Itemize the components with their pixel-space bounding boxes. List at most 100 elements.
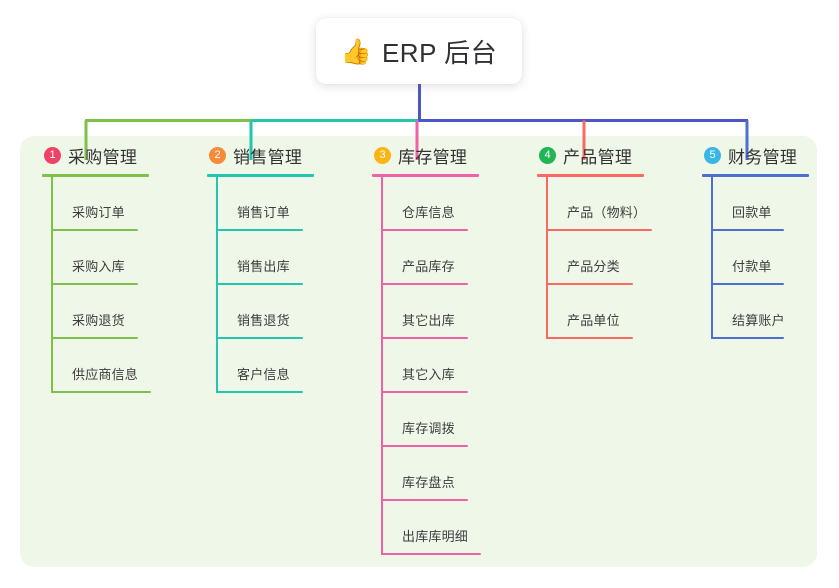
branch-item[interactable]: 其它出库 bbox=[372, 285, 479, 339]
branch-item[interactable]: 销售退货 bbox=[207, 285, 314, 339]
branch-item-underline bbox=[51, 391, 151, 393]
branch-item-underline bbox=[546, 337, 633, 339]
branch-item[interactable]: 供应商信息 bbox=[42, 339, 151, 393]
branch-item-label: 回款单 bbox=[732, 205, 772, 220]
branch-title: 销售管理 bbox=[233, 147, 303, 167]
branch-item-label: 供应商信息 bbox=[72, 367, 139, 382]
branch-item-underline bbox=[546, 283, 633, 285]
branch-underline bbox=[537, 174, 644, 177]
branch-item[interactable]: 库存调拨 bbox=[372, 393, 479, 447]
branch-item-label: 其它入库 bbox=[402, 367, 455, 382]
branch-item-underline bbox=[381, 391, 468, 393]
branch-item[interactable]: 付款单 bbox=[702, 231, 809, 285]
branch-header-2[interactable]: 2 销售管理 bbox=[207, 142, 314, 168]
branch-item-underline bbox=[381, 445, 468, 447]
branch-item[interactable]: 产品（物料） bbox=[537, 177, 652, 231]
branch-item-underline bbox=[546, 229, 652, 231]
branch-item-underline bbox=[381, 499, 468, 501]
branch-item-underline bbox=[216, 391, 303, 393]
branch-item[interactable]: 回款单 bbox=[702, 177, 809, 231]
root-node-card[interactable]: 👍 ERP 后台 bbox=[316, 18, 522, 84]
branch-item[interactable]: 采购订单 bbox=[42, 177, 149, 231]
branch-item-label: 采购订单 bbox=[72, 205, 125, 220]
branch-number-badge: 1 bbox=[44, 146, 61, 164]
branches-panel bbox=[20, 136, 817, 567]
branch-spine bbox=[711, 177, 713, 339]
branch-item[interactable]: 客户信息 bbox=[207, 339, 314, 393]
branch-spine bbox=[51, 177, 53, 393]
branch-spine bbox=[216, 177, 218, 393]
branch-item[interactable]: 销售出库 bbox=[207, 231, 314, 285]
branch-item[interactable]: 采购入库 bbox=[42, 231, 149, 285]
branch-underline bbox=[42, 174, 149, 177]
branch-item-underline bbox=[711, 229, 784, 231]
branch-item-label: 采购入库 bbox=[72, 259, 125, 274]
branch-item-underline bbox=[51, 337, 138, 339]
branch-item-list: 仓库信息产品库存其它出库其它入库库存调拨库存盘点出库库明细 bbox=[372, 177, 481, 555]
branch-spine bbox=[546, 177, 548, 339]
branch-item-label: 销售订单 bbox=[237, 205, 290, 220]
branch-item-label: 付款单 bbox=[732, 259, 772, 274]
branch-item-label: 客户信息 bbox=[237, 367, 290, 382]
branch-number-badge: 4 bbox=[539, 146, 556, 164]
branch-header-4[interactable]: 4 产品管理 bbox=[537, 142, 644, 168]
branch-item-label: 其它出库 bbox=[402, 313, 455, 328]
branch-item-underline bbox=[711, 337, 784, 339]
branch-underline bbox=[702, 174, 809, 177]
thumbs-up-icon: 👍 bbox=[340, 36, 372, 66]
branch-number-badge: 3 bbox=[374, 146, 391, 164]
branch-item-label: 产品分类 bbox=[567, 259, 620, 274]
branch-title: 财务管理 bbox=[728, 147, 798, 167]
branch-item[interactable]: 产品单位 bbox=[537, 285, 644, 339]
branch-column-1: 1 采购管理采购订单采购入库采购退货供应商信息 bbox=[42, 142, 151, 393]
branch-item[interactable]: 仓库信息 bbox=[372, 177, 479, 231]
branch-title: 采购管理 bbox=[68, 147, 138, 167]
branch-item-label: 结算账户 bbox=[732, 313, 785, 328]
branch-item-underline bbox=[216, 337, 303, 339]
branch-item-underline bbox=[711, 283, 784, 285]
branch-item[interactable]: 出库库明细 bbox=[372, 501, 481, 555]
branch-item-underline bbox=[216, 283, 303, 285]
branch-item-label: 仓库信息 bbox=[402, 205, 455, 220]
branch-column-4: 4 产品管理产品（物料） 产品分类产品单位 bbox=[537, 142, 652, 339]
branch-item-label: 产品库存 bbox=[402, 259, 455, 274]
branch-item[interactable]: 库存盘点 bbox=[372, 447, 479, 501]
branch-number-badge: 5 bbox=[704, 146, 721, 164]
branch-item-list: 产品（物料） 产品分类产品单位 bbox=[537, 177, 652, 339]
branch-item[interactable]: 采购退货 bbox=[42, 285, 149, 339]
branch-item-underline bbox=[381, 229, 468, 231]
branch-item-label: 销售出库 bbox=[237, 259, 290, 274]
branch-item-list: 回款单付款单结算账户 bbox=[702, 177, 809, 339]
branch-column-5: 5 财务管理回款单付款单结算账户 bbox=[702, 142, 809, 339]
branch-item-label: 销售退货 bbox=[237, 313, 290, 328]
branch-item-label: 采购退货 bbox=[72, 313, 125, 328]
branch-item-list: 采购订单采购入库采购退货供应商信息 bbox=[42, 177, 151, 393]
branch-item-underline bbox=[381, 283, 468, 285]
branch-item[interactable]: 其它入库 bbox=[372, 339, 479, 393]
branch-item[interactable]: 结算账户 bbox=[702, 285, 809, 339]
branch-item-label: 出库库明细 bbox=[402, 529, 469, 544]
branch-underline bbox=[372, 174, 479, 177]
branch-header-5[interactable]: 5 财务管理 bbox=[702, 142, 809, 168]
branch-item-list: 销售订单销售出库销售退货客户信息 bbox=[207, 177, 314, 393]
branch-item-label: 产品单位 bbox=[567, 313, 620, 328]
branch-item-underline bbox=[51, 283, 138, 285]
branch-header-1[interactable]: 1 采购管理 bbox=[42, 142, 149, 168]
root-node-title: ERP 后台 bbox=[381, 37, 498, 68]
branch-item[interactable]: 销售订单 bbox=[207, 177, 314, 231]
branch-item-underline bbox=[381, 337, 468, 339]
branch-item[interactable]: 产品库存 bbox=[372, 231, 479, 285]
branch-underline bbox=[207, 174, 314, 177]
branch-item-underline bbox=[216, 229, 303, 231]
branch-item[interactable]: 产品分类 bbox=[537, 231, 644, 285]
branch-number-badge: 2 bbox=[209, 146, 226, 164]
branch-item-label: 库存调拨 bbox=[402, 421, 455, 436]
branch-title: 产品管理 bbox=[563, 147, 633, 167]
branch-item-label: 产品（物料） bbox=[567, 205, 647, 220]
branch-item-underline bbox=[51, 229, 138, 231]
branch-column-2: 2 销售管理销售订单销售出库销售退货客户信息 bbox=[207, 142, 314, 393]
branch-item-label: 库存盘点 bbox=[402, 475, 455, 490]
